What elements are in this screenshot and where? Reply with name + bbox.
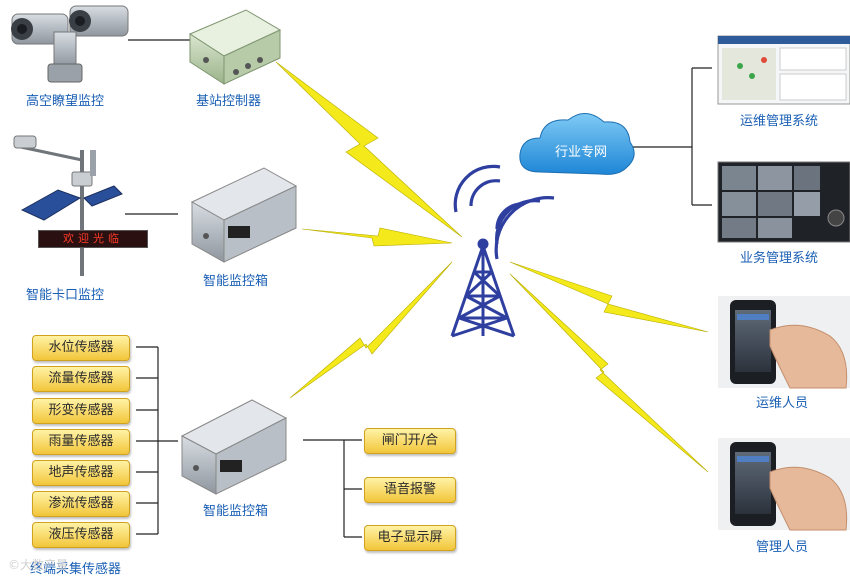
checkpoint-pole-icon (13, 135, 123, 276)
sensor-rainfall: 雨量传感器 (32, 429, 130, 455)
sensor-deformation: 形变传感器 (32, 398, 130, 424)
wireless-link-monitor-box-2 (289, 261, 453, 399)
ptz-camera-icon (11, 5, 129, 83)
ops-mgmt-system-label: 运维管理系统 (740, 114, 819, 129)
sensor-seepage: 渗流传感器 (32, 491, 130, 517)
mgmt-personnel-phone-icon (718, 438, 850, 531)
smart-checkpoint-monitor-label: 智能卡口监控 (26, 288, 105, 303)
sensor-water-level: 水位传感器 (32, 335, 130, 361)
ops-personnel-phone-icon (718, 296, 850, 389)
business-mgmt-system-label: 业务管理系统 (740, 251, 819, 266)
output-voice-alarm: 语音报警 (364, 477, 456, 503)
wireless-link-monitor-box-1 (301, 227, 453, 247)
wireless-link-mgmt-personnel (509, 273, 709, 473)
output-gate-open-close: 闸门开/合 (364, 428, 456, 454)
led-welcome-sign: 欢迎光临 (38, 230, 148, 248)
cloud-icon (519, 113, 635, 175)
ops-system-screenshot (717, 35, 850, 105)
watermark: ©大数产量 (8, 558, 69, 572)
sensor-hydraulic: 液压传感器 (32, 522, 130, 548)
sensor-flow: 流量传感器 (32, 366, 130, 392)
base-station-controller-icon (188, 9, 282, 85)
ops-personnel-label: 运维人员 (756, 396, 809, 411)
business-system-screenshot (717, 161, 850, 243)
connector-lines (125, 39, 712, 538)
base-station-controller-label: 基站控制器 (196, 94, 262, 109)
wireless-link-base-station (275, 61, 463, 238)
mgmt-personnel-label: 管理人员 (756, 540, 809, 555)
smart-monitor-box-2-label: 智能监控箱 (203, 504, 269, 519)
signal-tower-icon (450, 238, 516, 338)
wireless-waves-icon (453, 164, 555, 260)
wireless-link-ops-personnel (509, 261, 709, 333)
smart-monitor-box-1-label: 智能监控箱 (203, 274, 269, 289)
wireless-links (275, 61, 709, 473)
industry-network-label: 行业专网 (554, 145, 607, 160)
high-altitude-monitor-label: 高空瞭望监控 (26, 94, 105, 109)
output-electronic-display: 电子显示屏 (364, 525, 456, 551)
smart-monitor-box-2-icon (180, 399, 288, 495)
sensor-ground-sound: 地声传感器 (32, 460, 130, 486)
smart-monitor-box-1-icon (190, 167, 298, 263)
terminal-sensors-label: 终端采集传感器 (30, 562, 122, 577)
